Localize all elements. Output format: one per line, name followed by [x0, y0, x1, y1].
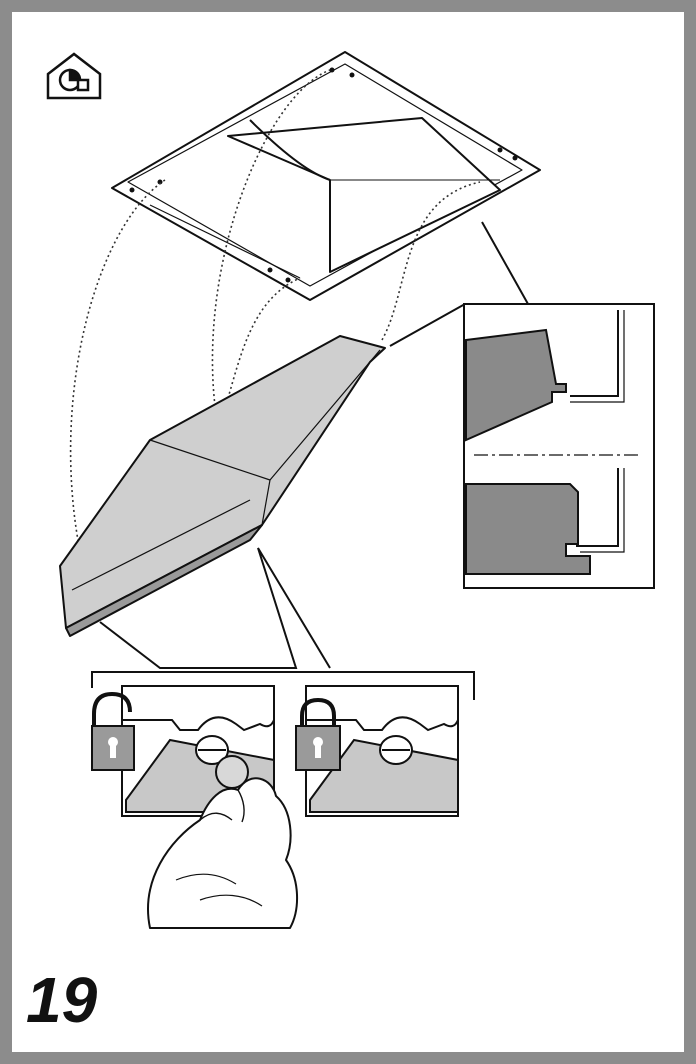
padlock-closed-icon — [295, 697, 341, 771]
mounting-plate — [111, 51, 541, 301]
step-number: 19 — [26, 964, 98, 1036]
padlock-open-icon — [91, 691, 135, 771]
hand-illustration — [147, 777, 299, 929]
unlock-detail — [121, 685, 275, 817]
lock-detail — [305, 685, 459, 817]
lock-callout-bracket — [91, 671, 475, 700]
filter-panel — [59, 335, 386, 637]
installation-house-icon — [46, 52, 102, 100]
hook-detail-callout — [463, 303, 655, 589]
